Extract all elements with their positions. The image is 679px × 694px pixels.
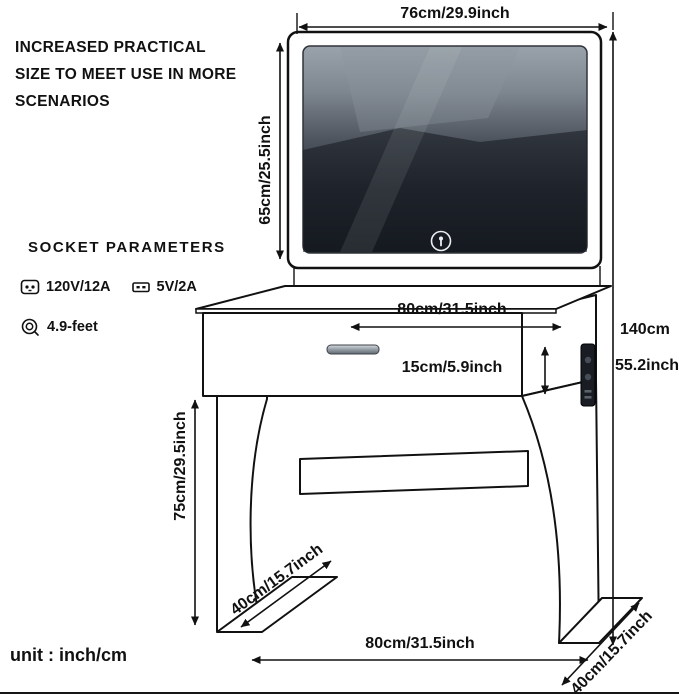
dim-leg-height-label: 75cm/29.5inch (172, 411, 189, 520)
dim-mirror-height-label: 65cm/25.5inch (257, 115, 274, 224)
unit-note: unit : inch/cm (10, 645, 127, 665)
mirror-reflection-streak (340, 47, 462, 252)
cord-length-label: 4.9-feet (47, 319, 98, 335)
dim-tabletop-width-label: 80cm/31.5inch (397, 301, 506, 318)
dim-total-height-cm-label: 140cm (620, 321, 670, 338)
crossbar-support (299, 450, 529, 495)
power-strip-outlet (584, 373, 592, 381)
socket-usb-label: 5V/2A (156, 279, 197, 295)
image-bottom-border (0, 692, 679, 694)
socket-usb-item: 5V/2A (131, 277, 197, 297)
dim-drawer-height-label: 15cm/5.9inch (402, 359, 503, 376)
headline-line: INCREASED PRACTICAL (15, 39, 206, 56)
right-leg-panel (521, 378, 600, 644)
headline-line: SIZE TO MEET USE IN MORE (15, 66, 237, 83)
socket-power-item: 120V/12A (20, 277, 111, 297)
socket-parameters-title: SOCKET PARAMETERS (28, 239, 226, 256)
mirror-reflection-shape (340, 47, 520, 132)
socket-parameters-row: 120V/12A 5V/2A (20, 277, 197, 297)
mirror-reflection-shape (303, 128, 587, 252)
dim-total-height-inch-label: 55.2inch (615, 357, 679, 374)
touch-sensor-dot (439, 236, 443, 241)
dim-right-foot-depth-line (561, 602, 640, 686)
power-strip-outlet (584, 356, 592, 364)
dim-left-foot-depth-line (240, 560, 332, 628)
vanity-illustration (195, 30, 643, 644)
dim-base-width-label: 80cm/31.5inch (365, 635, 474, 652)
cable-coil-icon (21, 318, 39, 336)
headline-line: SCENARIOS (15, 93, 110, 110)
dim-mirror-width-label: 76cm/29.9inch (400, 5, 509, 22)
socket-power-label: 120V/12A (46, 279, 111, 295)
usb-port-icon (131, 282, 150, 293)
headline: INCREASED PRACTICAL SIZE TO MEET USE IN … (15, 34, 275, 115)
drawer-handle (326, 344, 380, 355)
power-strip-usb-slot (584, 396, 592, 399)
touch-sensor-icon (430, 230, 452, 252)
cord-length-row: 4.9-feet (20, 317, 98, 337)
power-outlet-icon (20, 279, 40, 295)
power-strip-usb-slot (584, 390, 592, 393)
power-strip (580, 343, 596, 407)
